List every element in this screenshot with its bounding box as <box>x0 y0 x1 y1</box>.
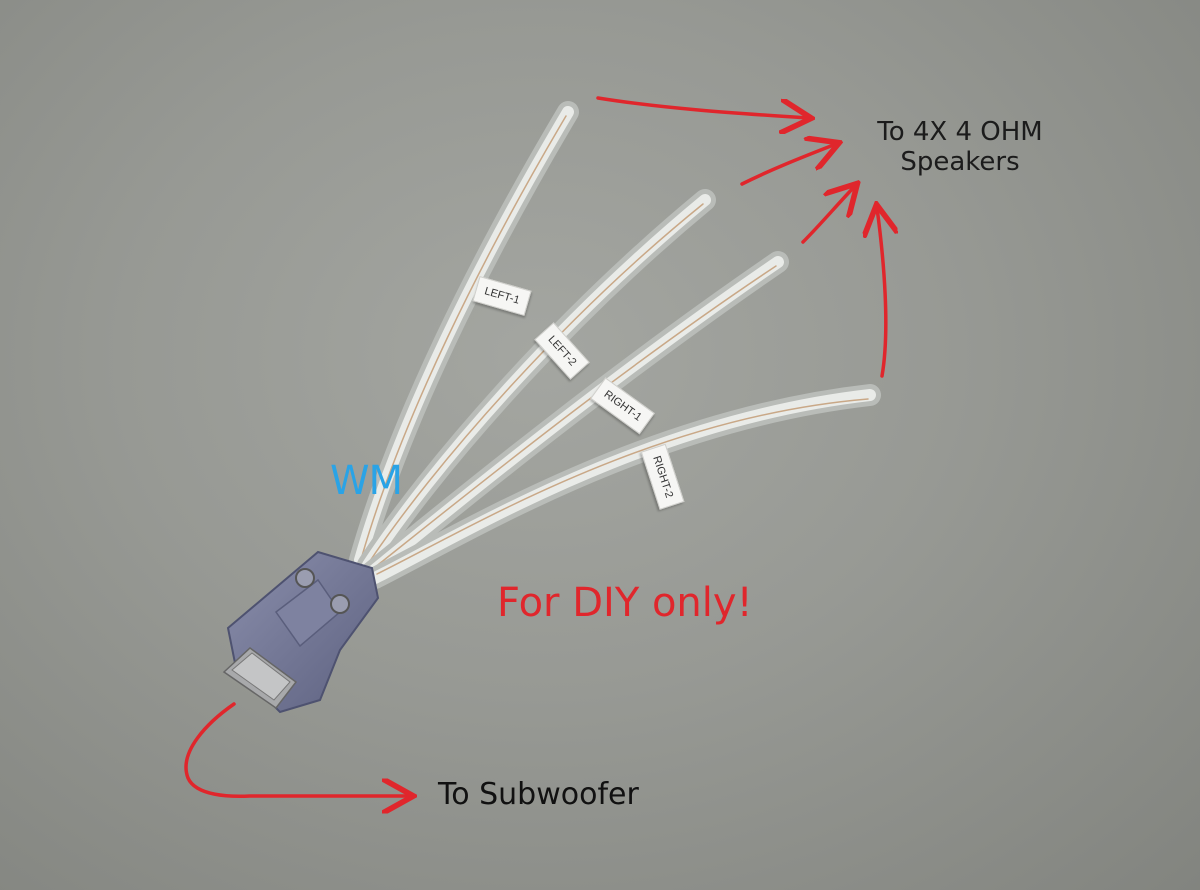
annotation-arrows <box>184 96 886 796</box>
subwoofer-annotation: To Subwoofer <box>438 777 639 812</box>
wire-left-1 <box>349 101 579 571</box>
arrow-wire2 <box>740 144 836 186</box>
wire-right-2 <box>364 384 881 589</box>
speakers-annotation: To 4X 4 OHM Speakers <box>860 117 1060 178</box>
diy-warning: For DIY only! <box>497 580 753 626</box>
wire-left-2 <box>357 189 716 576</box>
speakers-line-2: Speakers <box>900 146 1020 177</box>
watermark-logo: WM <box>330 458 403 504</box>
arrow-wire3 <box>801 186 855 244</box>
arrow-wire4 <box>877 208 886 378</box>
arrow-wire1 <box>596 96 808 118</box>
d-sub-connector <box>222 550 380 714</box>
speaker-wires <box>349 101 881 589</box>
speakers-line-1: To 4X 4 OHM <box>877 117 1043 147</box>
wire-right-1 <box>361 251 789 583</box>
arrow-subwoofer <box>184 702 410 796</box>
